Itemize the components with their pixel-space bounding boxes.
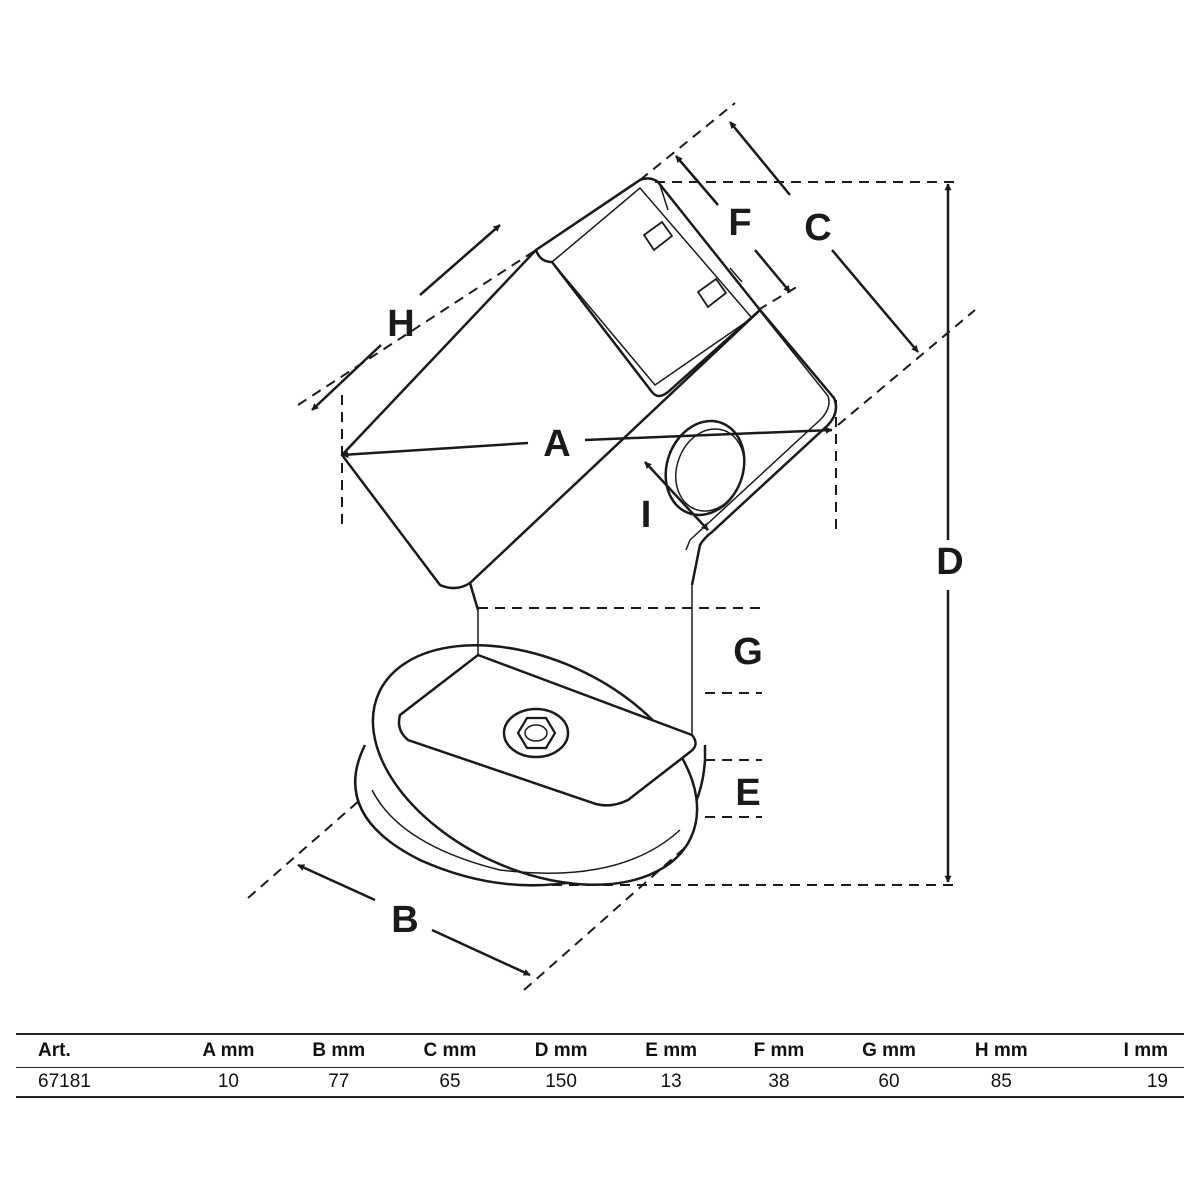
base-rim xyxy=(371,789,681,874)
tool-holder xyxy=(340,177,762,590)
table-row: 67181 10 77 65 150 13 38 60 85 19 xyxy=(16,1067,1184,1098)
hex-bolt xyxy=(502,707,570,759)
label-c: C xyxy=(804,207,831,249)
header-c: C mm xyxy=(394,1033,506,1068)
cell-a: 10 xyxy=(173,1067,284,1098)
dim-line-h xyxy=(311,344,382,411)
dim-line-c xyxy=(729,121,791,196)
header-h: H mm xyxy=(945,1033,1057,1068)
header-g: G mm xyxy=(832,1033,946,1068)
specification-table: Art. A mm B mm C mm D mm E mm F mm G mm … xyxy=(16,1033,1184,1098)
header-e: E mm xyxy=(616,1033,726,1068)
header-i: I mm xyxy=(1056,1033,1184,1068)
dim-line-i xyxy=(644,461,709,531)
header-f: F mm xyxy=(725,1033,833,1068)
dim-line-f xyxy=(675,155,719,206)
cell-f: 38 xyxy=(725,1067,833,1098)
header-d: D mm xyxy=(505,1033,617,1068)
label-f: F xyxy=(728,202,751,244)
header-b: B mm xyxy=(283,1033,395,1068)
cell-g: 60 xyxy=(832,1067,946,1098)
technical-drawing: H A F C D I G E B xyxy=(247,102,976,991)
label-b: B xyxy=(391,899,418,941)
label-h: H xyxy=(387,303,414,345)
cell-i: 19 xyxy=(1056,1067,1184,1098)
extension-lines xyxy=(247,102,976,991)
dimension-lines xyxy=(297,121,952,977)
label-i: I xyxy=(641,494,652,536)
dim-line-b xyxy=(297,863,376,902)
header-art: Art. xyxy=(16,1033,174,1068)
label-e: E xyxy=(735,772,760,814)
cell-e: 13 xyxy=(616,1067,726,1098)
cell-c: 65 xyxy=(394,1067,506,1098)
label-g: G xyxy=(733,631,763,673)
header-a: A mm xyxy=(173,1033,284,1068)
dim-line-a xyxy=(341,441,529,459)
cell-h: 85 xyxy=(945,1067,1057,1098)
spec-table-header-row: Art. A mm B mm C mm D mm E mm F mm G mm … xyxy=(16,1033,1184,1068)
label-a: A xyxy=(543,423,570,465)
cell-d: 150 xyxy=(505,1067,617,1098)
side-hole xyxy=(664,419,746,517)
cell-art: 67181 xyxy=(16,1067,174,1098)
label-d: D xyxy=(936,541,963,583)
dimension-labels: H A F C D I G E B xyxy=(387,202,963,941)
cell-b: 77 xyxy=(283,1067,395,1098)
